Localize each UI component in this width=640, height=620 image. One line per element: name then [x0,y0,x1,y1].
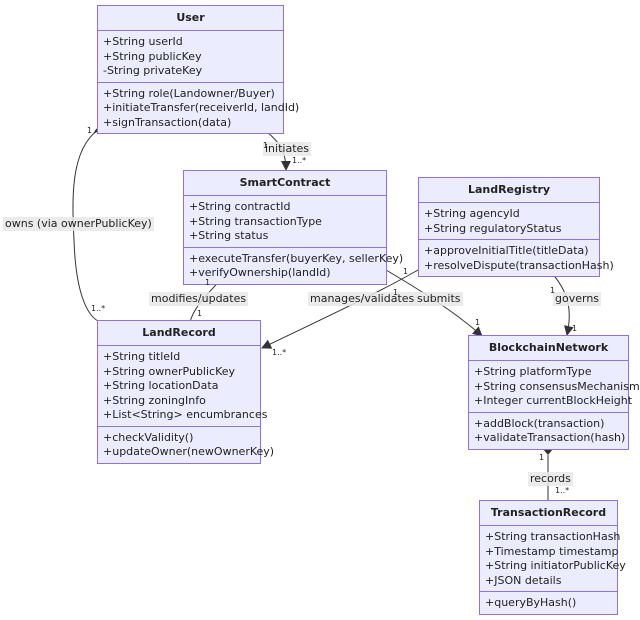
method: +approveInitialTitle(titleData) [424,244,589,257]
initiates-label: initiates [263,142,312,156]
attribute: +String agencyId [424,207,520,220]
records-label: records [528,472,573,486]
owns-label: owns (via ownerPublicKey) [3,217,154,231]
attribute: +Timestamp timestamp [485,544,619,558]
governs-to-mult: 1 [572,324,578,333]
attribute: +String transactionHash [485,530,621,543]
owns-from-mult: 1 [87,126,93,135]
submits-from-mult: 1 [393,288,399,297]
attribute: +String ownerPublicKey [103,364,236,378]
attribute: +String platformType [474,365,592,378]
method: +String role(Landowner/Buyer) [103,86,275,100]
initiates-from-mult: 1 [263,141,269,150]
class-land-record-methods: +checkValidity() +updateOwner(newOwnerKe… [98,427,275,463]
governs-from-mult: 1 [550,286,556,295]
attribute: +String status [189,229,269,242]
class-user[interactable]: User +String userId +String publicKey -S… [97,5,300,134]
attribute: +String publicKey [103,49,202,63]
class-smart-contract-attributes: +String contractId +String transactionTy… [184,196,386,248]
method: +resolveDispute(transactionHash) [424,258,614,272]
manages-label: manages/validates [308,292,417,306]
class-land-registry-methods: +approveInitialTitle(titleData) +resolve… [419,240,614,276]
attribute: +String locationData [103,379,219,392]
submits-to-mult: 1 [475,318,481,327]
attribute: +String regulatoryStatus [424,221,562,235]
class-land-registry[interactable]: LandRegistry +String agencyId +String re… [418,177,614,277]
modifies-to-mult: 1 [197,309,203,318]
method: +executeTransfer(buyerKey, sellerKey) [189,251,404,265]
method: +updateOwner(newOwnerKey) [103,445,275,458]
class-user-attributes: +String userId +String publicKey -String… [98,31,283,83]
records-from-mult: 1 [539,453,545,462]
class-user-name: User [98,6,283,31]
class-land-registry-name: LandRegistry [419,178,599,203]
attribute: +JSON details [485,573,562,587]
modifies-from-mult: 1 [205,278,211,287]
attribute: +List<String> encumbrances [103,408,268,421]
method: +queryByHash() [485,596,577,609]
class-transaction-record-attributes: +String transactionHash +Timestamp times… [480,526,626,592]
records-to-mult: 1..* [555,486,570,495]
attribute: +String consensusMechanism [474,379,640,393]
class-blockchain-network[interactable]: BlockchainNetwork +String platformType +… [468,335,640,450]
governs-label: governs [553,292,602,306]
modifies-label: modifies/updates [149,292,249,306]
submits-label: submits [415,292,463,306]
attribute: +String titleId [103,350,181,363]
class-land-record-attributes: +String titleId +String ownerPublicKey +… [98,346,268,427]
class-smart-contract-name: SmartContract [184,171,386,196]
class-transaction-record-methods: +queryByHash() [480,592,617,614]
class-blockchain-network-name: BlockchainNetwork [469,336,628,361]
owns-line [72,129,101,323]
class-land-registry-attributes: +String agencyId +String regulatoryStatu… [419,203,599,240]
class-land-record[interactable]: LandRecord +String titleId +String owner… [97,320,275,464]
class-user-methods: +String role(Landowner/Buyer) +initiateT… [98,83,300,134]
class-blockchain-network-attributes: +String platformType +String consensusMe… [469,361,640,413]
attribute: +String contractId [189,200,291,213]
class-blockchain-network-methods: +addBlock(transaction) +validateTransact… [469,413,628,449]
method: +checkValidity() [103,430,194,444]
method: +addBlock(transaction) [474,416,605,430]
method: +initiateTransfer(receiverId, landId) [103,101,300,114]
class-smart-contract[interactable]: SmartContract +String contractId +String… [183,170,404,285]
class-smart-contract-methods: +executeTransfer(buyerKey, sellerKey) +v… [184,248,404,284]
attribute: -String privateKey [103,64,203,77]
manages-to-mult: 1..* [272,348,287,357]
manages-line [261,269,419,349]
method: +signTransaction(data) [103,115,232,129]
method: +validateTransaction(hash) [474,431,626,444]
class-transaction-record[interactable]: TransactionRecord +String transactionHas… [479,500,626,615]
method: +verifyOwnership(landId) [189,266,331,279]
attribute: +String zoningInfo [103,393,206,407]
attribute: +String transactionType [189,214,322,228]
owns-to-mult: 1..* [91,304,106,313]
class-transaction-record-name: TransactionRecord [480,501,617,526]
attribute: +String initiatorPublicKey [485,559,626,572]
attribute: +String userId [103,35,183,48]
attribute: +Integer currentBlockHeight [474,394,633,407]
initiates-to-mult: 1..* [292,156,307,165]
manages-from-mult: 1 [403,267,409,276]
class-land-record-name: LandRecord [98,321,260,346]
